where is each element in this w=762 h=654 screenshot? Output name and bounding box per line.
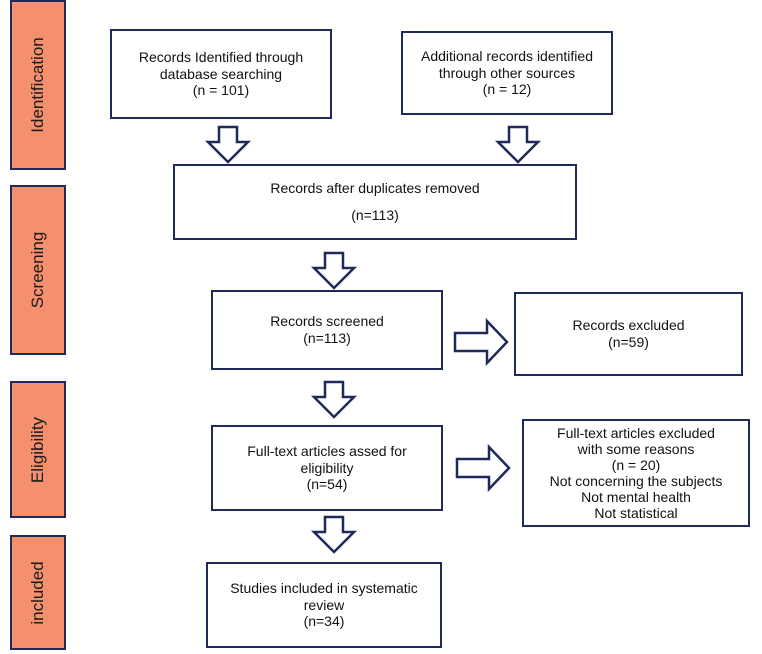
phase-screening-label: Screening [28, 231, 47, 309]
arrow-down-duplicates-to-screened [310, 251, 358, 290]
fulltext-assessed-line-1: Full-text articles assed for [247, 442, 407, 459]
phase-screening: Screening [10, 185, 66, 355]
fulltext-excluded-reason-3: Not statistical [594, 505, 678, 522]
fulltext-assessed-line-2: eligibility [300, 459, 354, 476]
studies-included-line-2: review [303, 596, 345, 613]
fulltext-excluded-reason-1: Not concerning the subjects [549, 473, 723, 489]
arrow-down-fulltext-to-included [310, 515, 358, 554]
arrow-right-fulltext-to-excluded [455, 443, 511, 493]
box-records-screened: Records screened (n=113) [211, 290, 443, 370]
records-excluded-title: Records excluded [572, 317, 685, 334]
phase-identification: Identification [10, 0, 66, 170]
fulltext-assessed-count: (n=54) [306, 476, 348, 493]
fulltext-excluded-count: (n = 20) [611, 456, 661, 473]
db-search-line-1: Records Identified through [138, 48, 304, 65]
arrow-down-other-to-duplicates [494, 125, 542, 164]
duplicates-removed-count: (n=113) [351, 207, 399, 223]
fulltext-excluded-reason-2: Not mental health [581, 489, 691, 506]
phase-included-label: included [28, 560, 47, 625]
phase-identification-label: Identification [28, 37, 47, 133]
fulltext-excluded-line-2: with some reasons [577, 440, 695, 457]
box-database-searching: Records Identified through database sear… [110, 29, 332, 119]
box-duplicates-removed: Records after duplicates removed (n=113) [173, 164, 577, 240]
records-screened-count: (n=113) [303, 330, 351, 346]
prisma-flow-diagram: Identification Screening Eligibility inc… [10, 0, 750, 654]
phase-included: included [10, 535, 66, 650]
other-sources-count: (n = 12) [482, 81, 532, 98]
arrow-down-db-to-duplicates [204, 125, 252, 164]
box-records-excluded: Records excluded (n=59) [514, 292, 743, 376]
studies-included-count: (n=34) [303, 613, 345, 630]
studies-included-line-1: Studies included in systematic [230, 579, 418, 596]
records-screened-title: Records screened [270, 313, 384, 330]
duplicates-removed-title: Records after duplicates removed [270, 180, 480, 197]
phase-eligibility: Eligibility [10, 381, 66, 518]
phase-eligibility-label: Eligibility [28, 416, 47, 483]
box-fulltext-excluded: Full-text articles excluded with some re… [522, 419, 750, 527]
arrow-down-screened-to-fulltext [310, 380, 358, 419]
fulltext-excluded-line-1: Full-text articles excluded [557, 424, 715, 441]
arrow-right-screened-to-excluded [453, 317, 509, 367]
records-excluded-count: (n=59) [608, 334, 649, 350]
box-other-sources: Additional records identified through ot… [401, 31, 613, 115]
box-studies-included: Studies included in systematic review (n… [206, 562, 442, 648]
other-sources-line-1: Additional records identified [421, 47, 593, 64]
box-fulltext-assessed: Full-text articles assed for eligibility… [211, 425, 443, 511]
db-search-count: (n = 101) [192, 82, 250, 99]
other-sources-line-2: through other sources [438, 64, 576, 81]
db-search-line-2: database searching [159, 65, 283, 82]
